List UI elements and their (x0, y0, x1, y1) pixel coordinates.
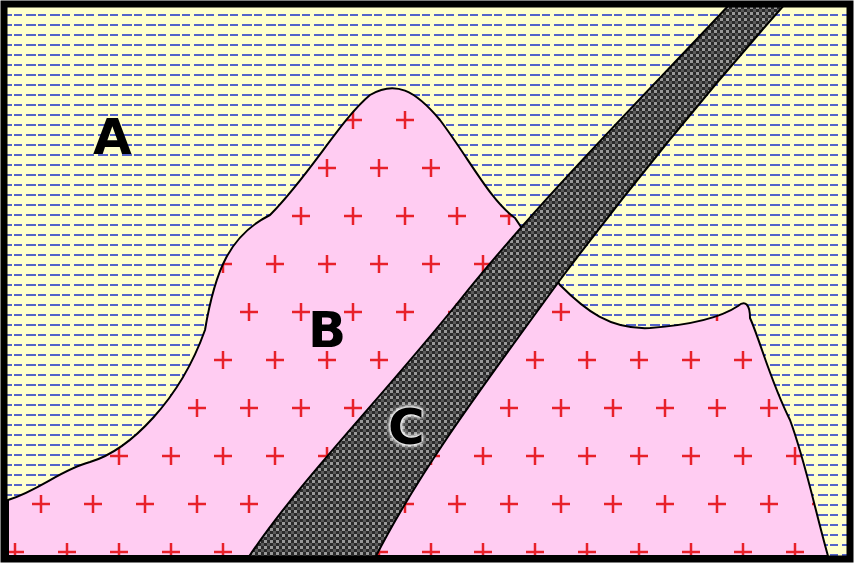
rock-label-b: B (308, 305, 346, 355)
rock-label-a: A (93, 112, 132, 162)
rock-label-c: C (388, 402, 425, 452)
